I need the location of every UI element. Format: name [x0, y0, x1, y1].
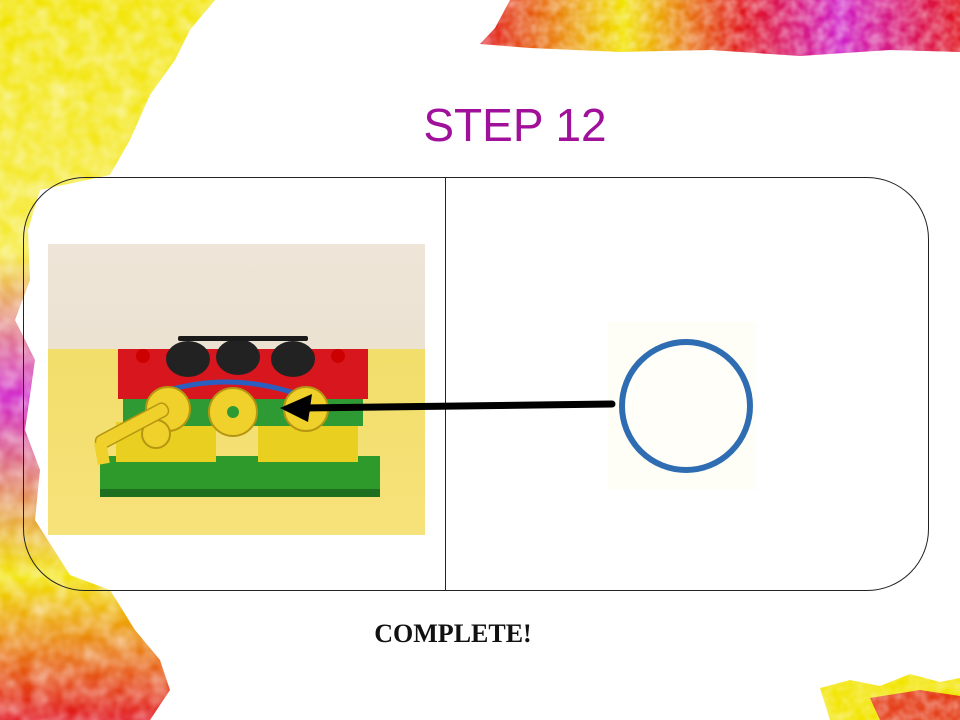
decorative-border-left	[0, 0, 215, 720]
page-title: STEP 12	[423, 99, 607, 151]
completion-caption: COMPLETE!	[374, 619, 532, 648]
rubber-band-card	[608, 322, 756, 490]
decorative-border-bottom-right	[820, 674, 960, 720]
content-frame	[23, 177, 929, 591]
left-arrow-icon	[280, 394, 616, 422]
rubber-band-ring-icon	[619, 339, 753, 473]
decorative-border-top	[480, 0, 960, 56]
lego-model-photo	[48, 244, 425, 535]
frame-divider	[445, 177, 446, 591]
